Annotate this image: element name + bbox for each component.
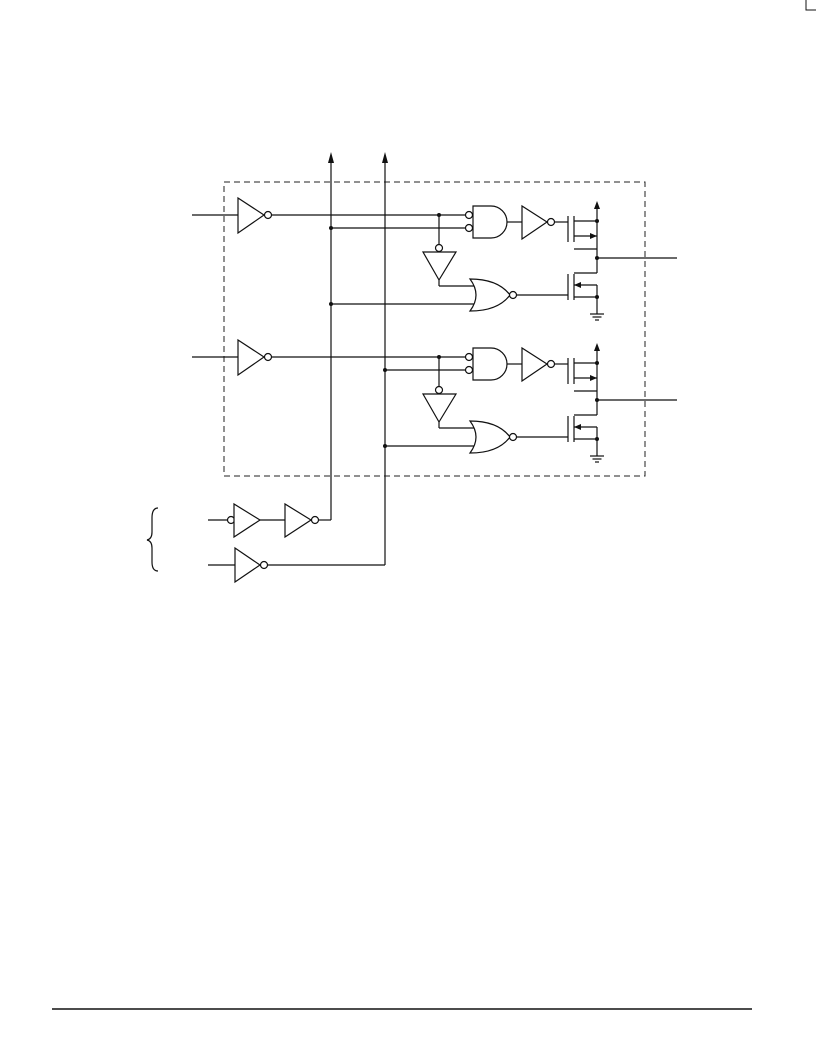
control-bus-a bbox=[328, 152, 334, 520]
control-bus-b bbox=[382, 152, 388, 565]
gate-inverter-1 bbox=[521, 204, 556, 241]
junction-dot bbox=[329, 226, 333, 230]
gate-inverter-2 bbox=[521, 346, 556, 383]
channel-1 bbox=[192, 196, 677, 321]
device-boundary-dashed bbox=[223, 181, 646, 477]
channel-2 bbox=[192, 338, 677, 463]
corner-crop-mark bbox=[805, 0, 816, 11]
control-group-brace bbox=[146, 507, 159, 572]
output-transistor-pair-2 bbox=[567, 343, 600, 456]
nor-gate-1 bbox=[468, 278, 518, 312]
input-inverter-1 bbox=[237, 196, 273, 235]
control-input-2 bbox=[208, 546, 385, 584]
input-inverter-2 bbox=[237, 338, 273, 377]
nand-gate-2 bbox=[464, 347, 508, 381]
junction-dot bbox=[383, 368, 387, 372]
junction-dot bbox=[329, 302, 333, 306]
output-transistor-pair-1 bbox=[567, 201, 600, 314]
enable-inverter-2 bbox=[421, 385, 458, 424]
nor-gate-2 bbox=[468, 420, 518, 454]
control-input-1 bbox=[208, 502, 331, 539]
junction-dot bbox=[383, 444, 387, 448]
ground-symbol bbox=[590, 455, 604, 463]
ground-symbol bbox=[590, 313, 604, 321]
nand-gate-1 bbox=[464, 205, 508, 239]
enable-inverter-1 bbox=[421, 243, 458, 282]
